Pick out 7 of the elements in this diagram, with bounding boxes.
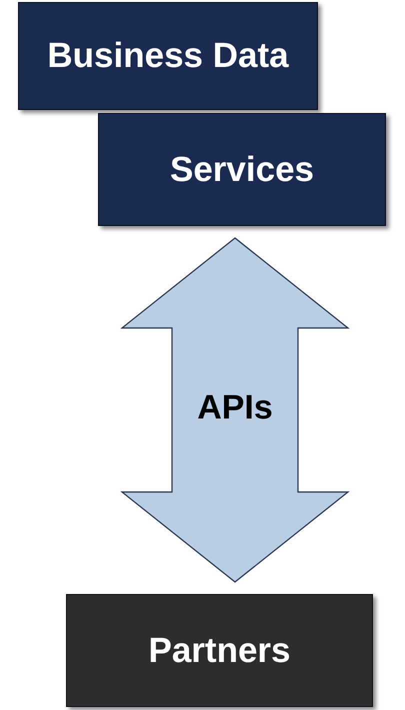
process-box: [66, 594, 373, 707]
process-box: [18, 2, 318, 110]
process-box: [98, 113, 386, 226]
double-arrow: [120, 237, 350, 583]
box-label: Partners: [148, 630, 291, 670]
box-label: Business Data: [47, 36, 289, 76]
box-label: Services: [170, 150, 314, 190]
